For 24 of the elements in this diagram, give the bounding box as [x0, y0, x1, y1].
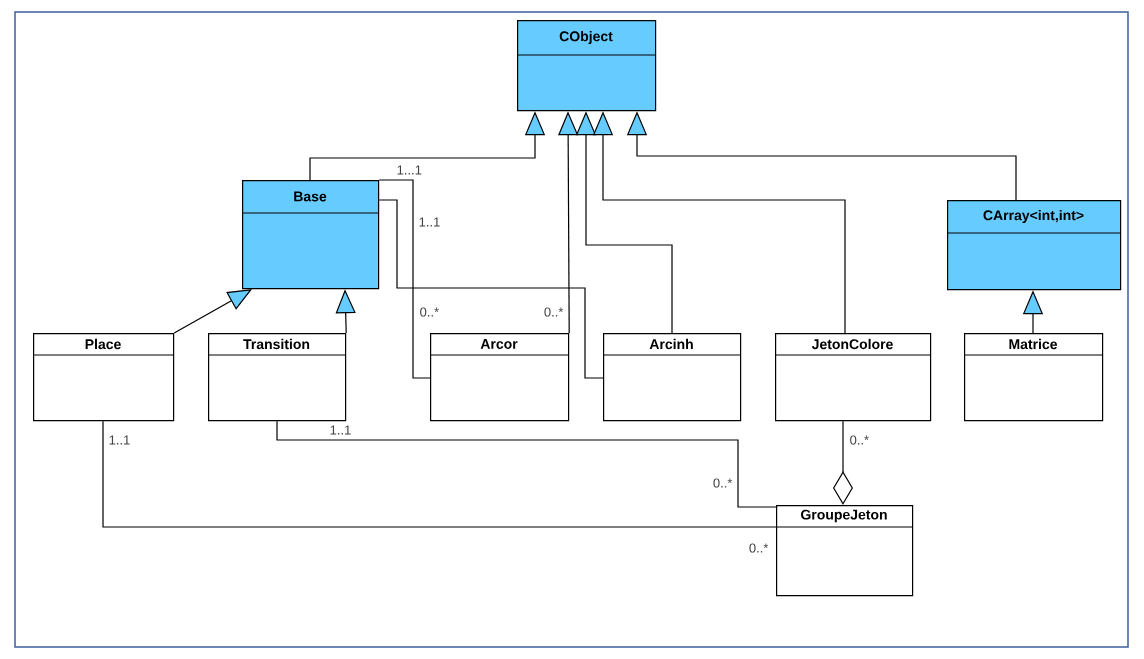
class-box: Place — [32, 333, 175, 422]
association-line — [378, 179, 431, 379]
class-box: Arcor — [429, 333, 570, 422]
association-line — [276, 420, 777, 508]
aggregation-line — [833, 420, 853, 505]
class-box: GroupeJeton — [775, 505, 914, 597]
multiplicity-label: 0..* — [544, 307, 564, 317]
class-box: CObject — [516, 20, 657, 112]
class-box: Matrice — [963, 333, 1104, 422]
multiplicity-label: 1..1 — [109, 435, 130, 445]
multiplicity-label: 1..1 — [419, 217, 440, 227]
association-line — [102, 420, 777, 528]
association-line — [378, 199, 604, 379]
multiplicity-label: 0..* — [420, 307, 439, 317]
class-box: JetonColore — [774, 333, 932, 422]
generalization-arrow — [173, 289, 252, 334]
class-box: Transition — [207, 333, 347, 422]
multiplicity-label: 0..* — [850, 435, 869, 445]
multiplicity-label: 1...1 — [397, 165, 422, 175]
multiplicity-label: 0..* — [713, 478, 733, 488]
class-box: Arcinh — [602, 333, 742, 422]
class-box: Base — [241, 180, 380, 290]
class-box: CArray<int,int> — [946, 200, 1122, 291]
multiplicity-label: 1..1 — [330, 425, 351, 435]
